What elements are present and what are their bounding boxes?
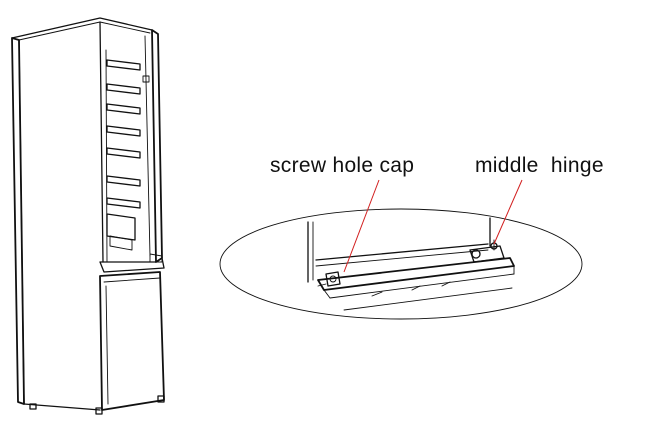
fridge-middle-bar	[99, 257, 165, 273]
detail-view	[219, 208, 583, 320]
fridge-frame-inner	[144, 35, 151, 257]
detail-ellipse	[219, 208, 583, 320]
label-middle-hinge: middle hinge	[475, 154, 604, 177]
leader-middle-hinge	[493, 179, 523, 245]
fridge-top	[11, 17, 159, 39]
fridge-upper-side	[18, 21, 104, 405]
detail-lower-door-top	[343, 287, 513, 311]
fridge-lower-door-top	[103, 277, 161, 283]
detail-door-bottom	[315, 243, 489, 261]
fridge-foot-right	[157, 395, 165, 403]
fridge-foot-front	[95, 407, 103, 415]
fridge-hinge	[149, 253, 163, 263]
fridge-left-panel	[11, 37, 25, 405]
leader-screw-hole-cap	[343, 179, 380, 273]
fridge-lower-door	[99, 271, 165, 411]
label-screw-hole-cap: screw hole cap	[270, 154, 415, 177]
fridge-foot-left	[29, 403, 37, 410]
fridge-lower-door-edge	[105, 285, 109, 405]
refrigerator	[11, 17, 165, 415]
fridge-base	[23, 403, 101, 411]
fridge-shelves	[106, 59, 150, 251]
screw-hole-cap-part	[317, 271, 341, 287]
fridge-upper-front-frame	[151, 29, 163, 263]
